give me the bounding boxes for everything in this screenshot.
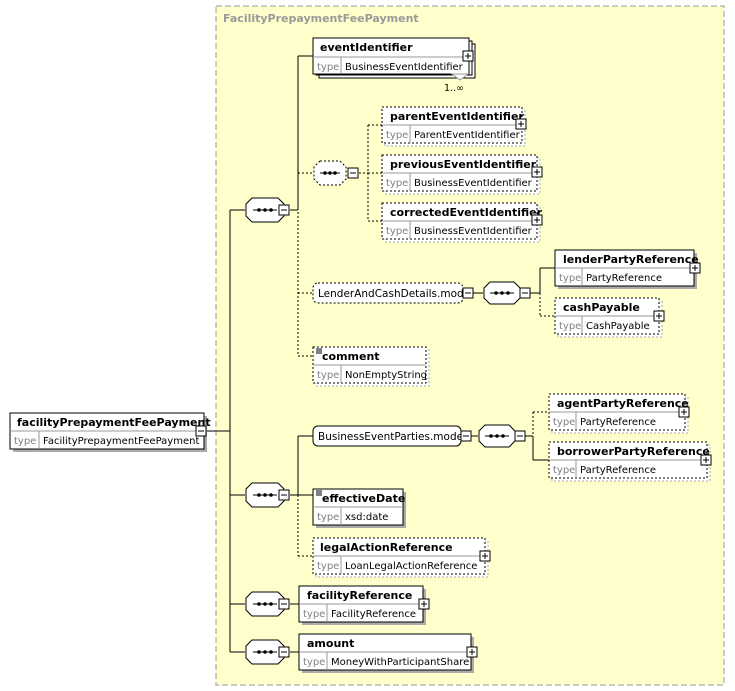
svg-text:cashPayable: cashPayable (563, 301, 640, 314)
element-amount[interactable]: amount type MoneyWithParticipantShare (298, 633, 478, 673)
sequence-compositor-parties[interactable] (478, 424, 526, 448)
svg-text:agentPartyReference: agentPartyReference (557, 397, 689, 410)
element-parentEventIdentifier[interactable]: parentEventIdentifier type ParentEventId… (381, 106, 527, 147)
svg-text:type: type (559, 273, 581, 284)
svg-text:type: type (317, 512, 339, 523)
container-title: FacilityPrepaymentFeePayment (223, 12, 419, 25)
svg-text:ParentEventIdentifier: ParentEventIdentifier (414, 130, 521, 141)
svg-text:PartyReference: PartyReference (586, 273, 662, 284)
svg-text:type: type (317, 370, 339, 381)
sequence-compositor-lender[interactable] (483, 281, 531, 305)
group-business-event-parties[interactable]: BusinessEventParties.model (312, 425, 472, 447)
root-element-name: facilityPrepaymentFeePayment (17, 416, 211, 429)
sequence-compositor-1[interactable] (245, 197, 290, 223)
element-borrowerPartyReference[interactable]: borrowerPartyReference type PartyReferen… (548, 441, 712, 482)
svg-text:BusinessEventIdentifier: BusinessEventIdentifier (414, 226, 533, 237)
svg-text:type: type (553, 465, 575, 476)
svg-text:amount: amount (307, 637, 354, 650)
element-previousEventIdentifier[interactable]: previousEventIdentifier type BusinessEve… (381, 154, 543, 195)
sequence-compositor-2[interactable] (245, 482, 290, 508)
svg-text:type: type (386, 226, 408, 237)
svg-text:type: type (559, 321, 581, 332)
svg-text:borrowerPartyReference: borrowerPartyReference (557, 445, 710, 458)
svg-text:lenderPartyReference: lenderPartyReference (563, 253, 699, 266)
svg-text:CashPayable: CashPayable (586, 321, 650, 332)
element-cashPayable[interactable]: cashPayable type CashPayable (554, 297, 665, 338)
svg-text:effectiveDate: effectiveDate (322, 492, 405, 505)
svg-text:correctedEventIdentifier: correctedEventIdentifier (390, 206, 543, 219)
svg-text:FacilityReference: FacilityReference (331, 609, 416, 620)
svg-text:PartyReference: PartyReference (580, 465, 656, 476)
optional-connectors (297, 56, 555, 557)
group-lender-and-cash[interactable]: LenderAndCashDetails.model (312, 282, 474, 304)
element-effectiveDate[interactable]: effectiveDate type xsd:date (312, 488, 406, 528)
svg-text:type: type (386, 178, 408, 189)
element-eventIdentifier[interactable]: eventIdentifier type BusinessEventIdenti… (312, 37, 476, 94)
svg-text:type: type (303, 609, 325, 620)
element-lenderPartyReference[interactable]: lenderPartyReference type PartyReference (554, 249, 701, 289)
svg-text:previousEventIdentifier: previousEventIdentifier (390, 158, 537, 171)
svg-text:type: type (317, 62, 339, 73)
svg-text:facilityReference: facilityReference (307, 589, 412, 602)
root-element[interactable]: facilityPrepaymentFeePayment type Facili… (9, 412, 211, 452)
svg-text:PartyReference: PartyReference (580, 417, 656, 428)
sequence-compositor-optional[interactable] (313, 160, 359, 186)
svg-text:LoanLegalActionReference: LoanLegalActionReference (345, 561, 477, 572)
svg-text:type: type (14, 436, 36, 447)
svg-text:type: type (317, 561, 339, 572)
sequence-compositor-4[interactable] (245, 639, 290, 665)
element-facilityReference[interactable]: facilityReference type FacilityReference (298, 585, 430, 625)
element-correctedEventIdentifier[interactable]: correctedEventIdentifier type BusinessEv… (381, 202, 543, 243)
svg-text:MoneyWithParticipantShare: MoneyWithParticipantShare (331, 657, 469, 668)
svg-text:BusinessEventIdentifier: BusinessEventIdentifier (345, 62, 464, 73)
simple-type-icon (316, 348, 322, 354)
svg-text:BusinessEventIdentifier: BusinessEventIdentifier (414, 178, 533, 189)
cardinality-label: 1..∞ (444, 83, 464, 94)
simple-type-icon (316, 490, 322, 496)
svg-text:type: type (553, 417, 575, 428)
element-comment[interactable]: comment type NonEmptyString (312, 346, 430, 387)
svg-text:legalActionReference: legalActionReference (320, 541, 453, 554)
svg-text:type: type (303, 657, 325, 668)
svg-text:parentEventIdentifier: parentEventIdentifier (390, 110, 524, 123)
svg-text:NonEmptyString: NonEmptyString (345, 370, 427, 381)
svg-text:BusinessEventParties.model: BusinessEventParties.model (318, 431, 466, 443)
svg-text:LenderAndCashDetails.model: LenderAndCashDetails.model (318, 288, 473, 300)
element-legalActionReference[interactable]: legalActionReference type LoanLegalActio… (312, 537, 491, 578)
sequence-compositor-3[interactable] (245, 591, 290, 617)
svg-text:type: type (386, 130, 408, 141)
svg-text:xsd:date: xsd:date (345, 512, 388, 523)
svg-text:FacilityPrepaymentFeePayment: FacilityPrepaymentFeePayment (43, 436, 199, 447)
element-agentPartyReference[interactable]: agentPartyReference type PartyReference (548, 393, 690, 434)
svg-text:comment: comment (322, 350, 380, 363)
svg-text:eventIdentifier: eventIdentifier (320, 41, 413, 54)
